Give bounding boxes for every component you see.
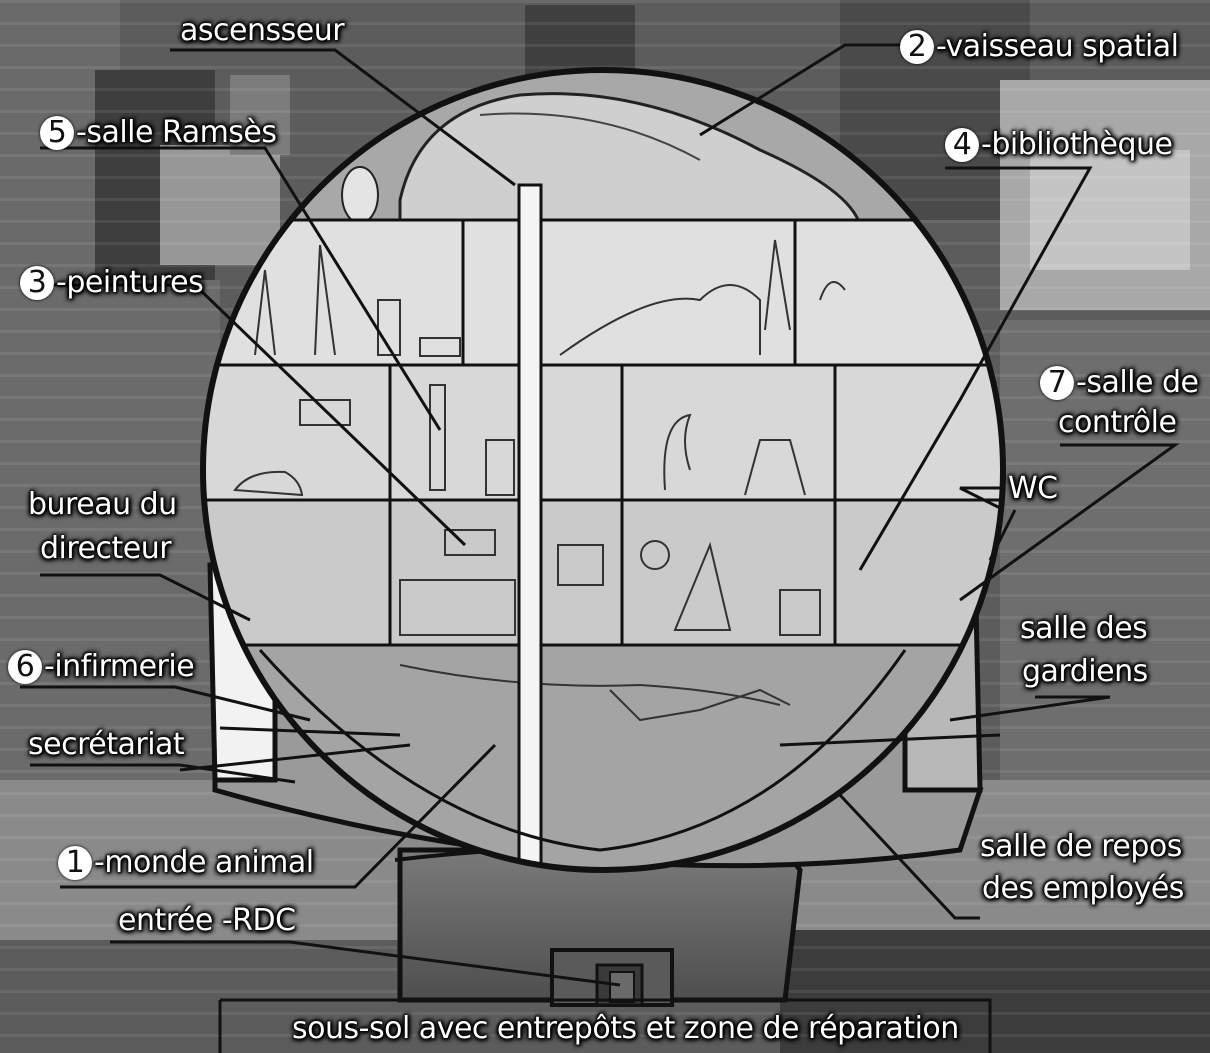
label-salle-de-repos: salle de repos xyxy=(980,832,1182,862)
label-text: -monde animal xyxy=(94,845,314,880)
label-ascenseur: ascensseur xyxy=(180,16,344,46)
number-badge: 6 xyxy=(8,650,42,684)
label-bibliotheque: 4-bibliothèque xyxy=(945,128,1173,162)
label-monde-animal: 1-monde animal xyxy=(58,846,314,880)
label-bureau-directeur-line2: directeur xyxy=(40,534,171,564)
label-text: -bibliothèque xyxy=(981,127,1173,162)
number-badge: 7 xyxy=(1040,366,1074,400)
label-wc: WC xyxy=(1008,474,1058,504)
label-salle-de-controle-line2: contrôle xyxy=(1058,408,1176,438)
label-salle-ramses: 5-salle Ramsès xyxy=(40,116,277,150)
label-salle-de-repos-line2: des employés xyxy=(982,874,1184,904)
label-text: -salle Ramsès xyxy=(76,115,277,150)
label-text: -peintures xyxy=(56,265,203,300)
number-badge: 2 xyxy=(900,30,934,64)
label-salle-des-gardiens: salle des xyxy=(1020,614,1147,644)
label-peintures: 3-peintures xyxy=(20,266,203,300)
label-text: -salle de xyxy=(1076,365,1199,400)
label-infirmerie: 6-infirmerie xyxy=(8,650,194,684)
label-vaisseau-spatial: 2-vaisseau spatial xyxy=(900,30,1179,64)
label-sous-sol: sous-sol avec entrepôts et zone de répar… xyxy=(292,1014,959,1044)
number-badge: 1 xyxy=(58,846,92,880)
label-text: -vaisseau spatial xyxy=(936,29,1179,64)
label-secretariat: secrétariat xyxy=(28,730,184,760)
label-entree-rdc: entrée -RDC xyxy=(118,906,296,936)
number-badge: 3 xyxy=(20,266,54,300)
label-salle-des-gardiens-line2: gardiens xyxy=(1022,657,1148,687)
label-bureau-directeur: bureau du xyxy=(28,490,177,520)
label-text: -infirmerie xyxy=(44,649,194,684)
label-salle-de-controle: 7-salle de xyxy=(1040,366,1199,400)
number-badge: 5 xyxy=(40,116,74,150)
number-badge: 4 xyxy=(945,128,979,162)
